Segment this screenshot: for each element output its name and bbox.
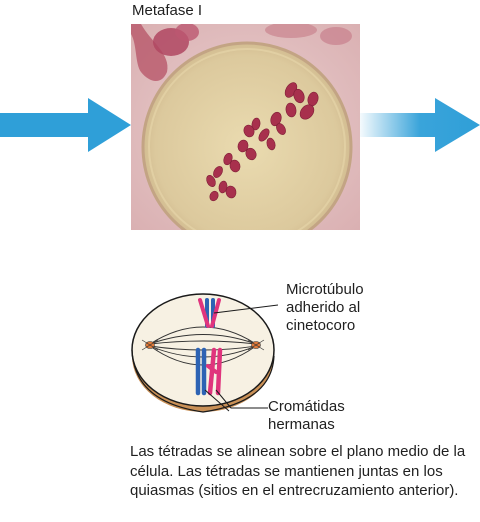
microtubule-label: Microtúbulo adherido al cinetocoro [286, 281, 364, 334]
figure-caption: Las tétradas se alinean sobre el plano m… [130, 443, 466, 499]
right-arrow-icon [360, 98, 480, 152]
centrosome-left-icon [141, 339, 159, 351]
upper-tetrad [198, 298, 221, 328]
lower-tetrad [195, 347, 223, 396]
sister-chromatids-label: Cromátidas hermanas [268, 398, 345, 433]
figure-title: Metafase I [132, 2, 203, 19]
left-arrow-icon [0, 98, 131, 152]
metaphase-diagram [131, 293, 278, 413]
centrosome-right-icon [247, 339, 265, 351]
metaphase-micrograph [131, 24, 360, 230]
